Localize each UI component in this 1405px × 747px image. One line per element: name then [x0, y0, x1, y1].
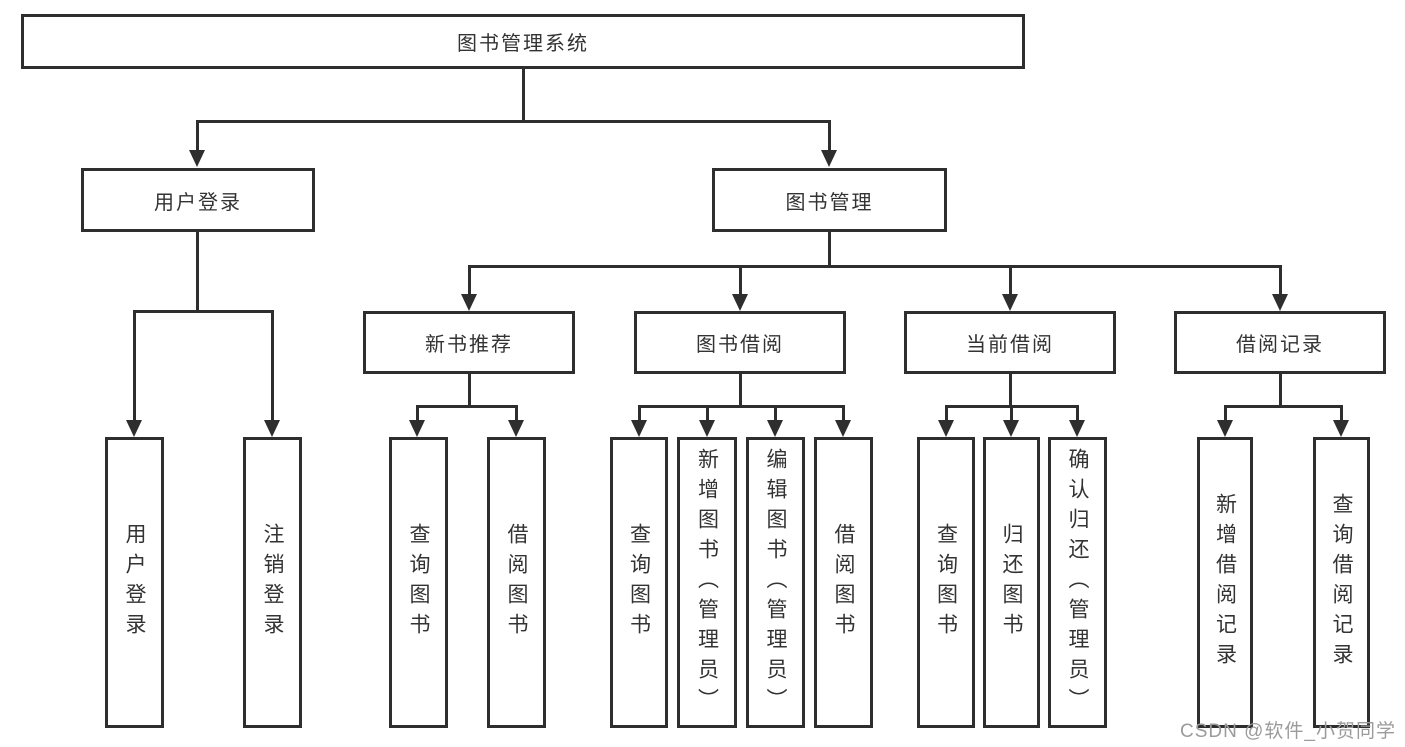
leaf-recommend-borrow-book: 借阅图书 [487, 437, 546, 728]
arrowhead-recommend-borrow [508, 420, 524, 437]
connector-borrow-trunk [739, 374, 742, 405]
arrowhead-current-borrow [1002, 294, 1018, 311]
arrowhead-confirm-return [1069, 420, 1085, 437]
node-current-borrow-label: 当前借阅 [966, 334, 1054, 356]
node-borrow-record: 借阅记录 [1174, 311, 1386, 374]
node-new-book-recommend: 新书推荐 [363, 311, 575, 374]
node-book-borrow: 图书借阅 [634, 311, 846, 374]
node-user-login-label: 用户登录 [154, 191, 242, 214]
watermark: CSDN @软件_小贺同学 [1180, 721, 1396, 742]
arrowhead-borrow-query [631, 420, 647, 437]
connector-current-bus [945, 405, 1079, 408]
leaf-add-borrow-record: 新增借阅记录 [1197, 437, 1253, 728]
node-root-label: 图书管理系统 [457, 33, 589, 55]
leaf-borrow-query-book-label: 查询图书 [627, 522, 651, 643]
leaf-current-query-book: 查询图书 [917, 437, 975, 728]
arrowhead-user-login [189, 150, 205, 167]
connector-root-trunk [522, 69, 525, 120]
arrowhead-recommend-query [409, 420, 425, 437]
connector-stem-borrow-book [842, 408, 845, 420]
leaf-borrow-book: 借阅图书 [814, 437, 873, 728]
connector-stem-user-login [196, 123, 199, 150]
connector-record-bus [1224, 405, 1343, 408]
arrowhead-leaf-user-login [126, 420, 142, 437]
leaf-add-book-admin: 新增图书（管理员） [677, 437, 737, 728]
connector-stem-current-query [945, 408, 948, 420]
leaf-user-login: 用户登录 [105, 437, 164, 728]
connector-stem-query-record [1340, 408, 1343, 420]
leaf-logout-label: 注销登录 [261, 522, 284, 643]
leaf-return-book-label: 归还图书 [1000, 522, 1023, 643]
node-borrow-record-label: 借阅记录 [1236, 334, 1324, 356]
connector-stem-add-record [1224, 408, 1227, 420]
connector-current-trunk [1009, 374, 1012, 405]
node-book-management-label: 图书管理 [785, 191, 874, 214]
leaf-recommend-query-book: 查询图书 [389, 437, 448, 728]
arrowhead-leaf-logout [264, 420, 280, 437]
connector-level2-bus [196, 120, 831, 123]
connector-stem-borrow-record [1279, 268, 1282, 294]
connector-recommend-bus [416, 405, 518, 408]
connector-stem-return-book [1010, 408, 1013, 420]
leaf-add-borrow-record-label: 新增借阅记录 [1213, 492, 1237, 673]
leaf-recommend-borrow-book-label: 借阅图书 [505, 522, 528, 643]
connector-stem-new-book-recommend [468, 268, 471, 294]
connector-stem-book-management [828, 123, 831, 150]
arrowhead-new-book-recommend [461, 294, 477, 311]
node-new-book-recommend-label: 新书推荐 [425, 334, 513, 356]
connector-record-trunk [1279, 374, 1282, 405]
leaf-current-query-book-label: 查询图书 [934, 522, 958, 643]
arrowhead-book-management [821, 150, 837, 167]
arrowhead-add-record [1217, 420, 1233, 437]
connector-stem-add-book [706, 408, 709, 420]
arrowhead-add-book [699, 420, 715, 437]
arrowhead-edit-book [767, 420, 783, 437]
arrowhead-book-borrow [732, 294, 748, 311]
arrowhead-return-book [1003, 420, 1019, 437]
connector-stem-edit-book [774, 408, 777, 420]
leaf-query-borrow-record-label: 查询借阅记录 [1330, 492, 1353, 673]
connector-level3-bus [468, 265, 1282, 268]
connector-stem-recommend-query [416, 408, 419, 420]
connector-user-login-bus [133, 310, 274, 313]
leaf-add-book-admin-label: 新增图书（管理员） [695, 447, 719, 718]
node-user-login: 用户登录 [81, 168, 315, 232]
node-root: 图书管理系统 [21, 14, 1025, 69]
connector-stem-current-borrow [1009, 268, 1012, 294]
connector-recommend-trunk [468, 374, 471, 405]
leaf-confirm-return-admin: 确认归还（管理员） [1048, 437, 1107, 728]
connector-user-login-trunk [196, 232, 199, 310]
connector-stem-recommend-borrow [515, 408, 518, 420]
connector-book-management-trunk [828, 232, 831, 265]
leaf-confirm-return-admin-label: 确认归还（管理员） [1066, 447, 1089, 718]
leaf-edit-book-admin-label: 编辑图书（管理员） [764, 447, 787, 718]
leaf-user-login-label: 用户登录 [123, 522, 146, 643]
connector-stem-borrow-query [638, 408, 641, 420]
arrowhead-borrow-book [835, 420, 851, 437]
arrowhead-current-query [938, 420, 954, 437]
leaf-recommend-query-book-label: 查询图书 [407, 522, 430, 643]
leaf-borrow-book-label: 借阅图书 [832, 522, 855, 643]
leaf-query-borrow-record: 查询借阅记录 [1313, 437, 1370, 728]
connector-stem-book-borrow [739, 268, 742, 294]
connector-stem-leaf-user-login [133, 313, 136, 420]
arrowhead-query-record [1333, 420, 1349, 437]
node-book-borrow-label: 图书借阅 [696, 334, 784, 356]
leaf-logout: 注销登录 [243, 437, 302, 728]
node-current-borrow: 当前借阅 [904, 311, 1116, 374]
leaf-return-book: 归还图书 [983, 437, 1040, 728]
connector-borrow-bus [638, 405, 845, 408]
leaf-borrow-query-book: 查询图书 [610, 437, 668, 728]
leaf-edit-book-admin: 编辑图书（管理员） [746, 437, 805, 728]
node-book-management: 图书管理 [712, 168, 947, 232]
arrowhead-borrow-record [1272, 294, 1288, 311]
connector-stem-confirm-return [1076, 408, 1079, 420]
connector-stem-leaf-logout [271, 313, 274, 420]
